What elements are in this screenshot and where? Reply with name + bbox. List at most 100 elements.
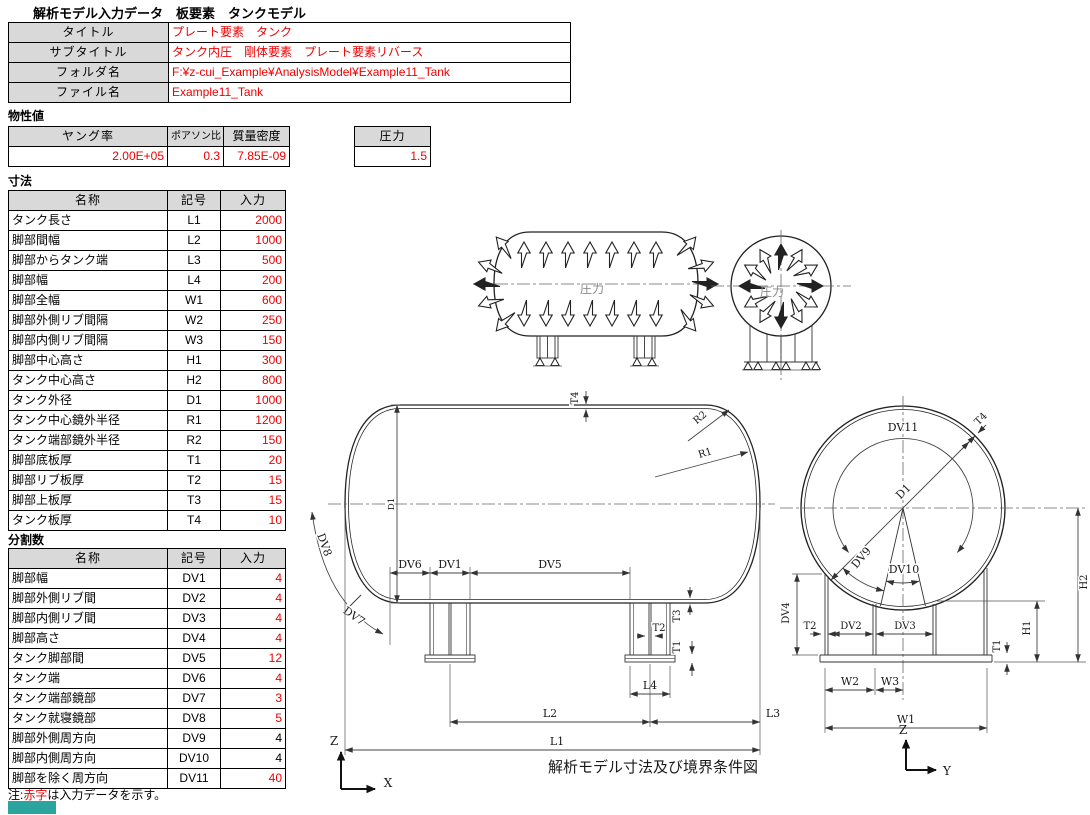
sheet-tab[interactable] (8, 801, 56, 814)
dim-label-d1: D1 (893, 481, 913, 501)
dim-label-dv7: DV7 (341, 604, 368, 628)
dimension-value[interactable]: 150 (220, 330, 286, 351)
section-label-material: 物性値 (8, 109, 45, 123)
section-label-dimensions: 寸法 (8, 174, 33, 188)
division-symbol: DV9 (167, 728, 221, 749)
division-symbol: DV6 (167, 668, 221, 689)
drawing-caption: 解析モデル寸法及び境界条件図 (548, 758, 758, 776)
dim-label-l1: L1 (550, 735, 564, 748)
division-name: 脚部幅 (8, 568, 168, 589)
dimension-row: 脚部外側リブ間隔 W2 250 (8, 310, 286, 331)
division-symbol: DV7 (167, 688, 221, 709)
axis-label-z: Z (899, 723, 907, 737)
dimension-name: 脚部からタンク端 (8, 250, 168, 271)
dimension-value[interactable]: 20 (220, 450, 286, 471)
dim-label-h1: H1 (1022, 620, 1033, 635)
dimension-value[interactable]: 1200 (220, 410, 286, 431)
dim-label-l4: L4 (643, 679, 657, 692)
dim-label-dv11: DV11 (888, 421, 919, 434)
side-view-diagram: DV6 DV1 DV5 D1 T4 R2 R1 DV8 DV7 T2 T3 T1… (310, 390, 782, 794)
dimension-row: タンク中心鏡外半径 R1 1200 (8, 410, 286, 431)
dimension-row: タンク板厚 T4 10 (8, 510, 286, 531)
dimension-name: 脚部全幅 (8, 290, 168, 311)
dimension-value[interactable]: 600 (220, 290, 286, 311)
column-header: 入力 (220, 548, 286, 569)
division-value[interactable]: 4 (220, 608, 286, 629)
dimension-value[interactable]: 800 (220, 370, 286, 391)
dimension-name: 脚部底板厚 (8, 450, 168, 471)
dimension-value[interactable]: 500 (220, 250, 286, 271)
dimension-row: 脚部リブ板厚 T2 15 (8, 470, 286, 491)
dimension-value[interactable]: 150 (220, 430, 286, 451)
poisson-ratio-value[interactable]: 0.3 (167, 146, 224, 167)
dimension-symbol: R1 (167, 410, 221, 431)
dim-label-dv1: DV1 (438, 558, 462, 571)
division-value[interactable]: 4 (220, 748, 286, 769)
dimension-row: タンク外径 D1 1000 (8, 390, 286, 411)
row-value[interactable]: Example11_Tank (168, 82, 571, 103)
end-view-diagram: DV11 D1 T4 DV9 DV10 DV4 T2 DV2 DV3 W2 W3… (780, 396, 1090, 778)
division-value[interactable]: 3 (220, 688, 286, 709)
dimension-row: 脚部間幅 L2 1000 (8, 230, 286, 251)
dim-label-dv4: DV4 (781, 602, 792, 623)
dim-label-dv5: DV5 (538, 558, 562, 571)
dim-label-t2: T2 (803, 621, 816, 632)
division-symbol: DV11 (167, 768, 221, 789)
dimension-symbol: W3 (167, 330, 221, 351)
dimension-value[interactable]: 10 (220, 510, 286, 531)
division-value[interactable]: 4 (220, 668, 286, 689)
mass-density-value[interactable]: 7.85E-09 (223, 146, 290, 167)
dimension-value[interactable]: 1000 (220, 230, 286, 251)
dimension-value[interactable]: 1000 (220, 390, 286, 411)
column-header: 質量密度 (223, 126, 290, 147)
dim-label-h2: H2 (1079, 574, 1090, 589)
dimension-row: タンク端部鏡外半径 R2 150 (8, 430, 286, 451)
axis-label-y: Y (942, 764, 952, 778)
dim-label-t3: T3 (672, 609, 683, 622)
column-header: ヤング率 (8, 126, 168, 147)
column-header: 入力 (220, 190, 286, 211)
dimensions-table: 名称 記号 入力 タンク長さ L1 2000 脚部間幅 L2 1000 脚部から… (8, 190, 286, 531)
dimension-value[interactable]: 2000 (220, 210, 286, 231)
division-value[interactable]: 40 (220, 768, 286, 789)
division-value[interactable]: 4 (220, 568, 286, 589)
division-value[interactable]: 5 (220, 708, 286, 729)
division-value[interactable]: 4 (220, 588, 286, 609)
dimension-name: タンク長さ (8, 210, 168, 231)
dimension-value[interactable]: 250 (220, 310, 286, 331)
division-symbol: DV3 (167, 608, 221, 629)
division-name: 脚部高さ (8, 628, 168, 649)
column-header: 名称 (8, 548, 168, 569)
division-row: 脚部外側周方向 DV9 4 (8, 728, 286, 749)
dimension-value[interactable]: 15 (220, 490, 286, 511)
section-label-divisions: 分割数 (8, 533, 45, 547)
row-value[interactable]: タンク内圧 剛体要素 プレート要素リバース (168, 42, 571, 63)
division-symbol: DV2 (167, 588, 221, 609)
pressure-side-view-diagram: 圧力 (473, 231, 719, 367)
dimension-value[interactable]: 200 (220, 270, 286, 291)
dimension-row: 脚部底板厚 T1 20 (8, 450, 286, 471)
row-value[interactable]: プレート要素 タンク (168, 22, 571, 43)
row-label: ファイル名 (8, 82, 169, 103)
dimension-value[interactable]: 15 (220, 470, 286, 491)
row-value[interactable]: F:¥z-cui_Example¥AnalysisModel¥Example11… (168, 62, 571, 83)
division-name: タンク就寝鏡部 (8, 708, 168, 729)
division-value[interactable]: 12 (220, 648, 286, 669)
dimension-symbol: L4 (167, 270, 221, 291)
dim-label-t1: T1 (992, 639, 1003, 652)
division-value[interactable]: 4 (220, 728, 286, 749)
division-row: タンク端部鏡部 DV7 3 (8, 688, 286, 709)
pressure-label: 圧力 (760, 285, 784, 299)
dimension-value[interactable]: 300 (220, 350, 286, 371)
division-value[interactable]: 4 (220, 628, 286, 649)
dim-label-d1: D1 (387, 498, 397, 510)
youngs-modulus-value[interactable]: 2.00E+05 (8, 146, 168, 167)
column-header: 圧力 (354, 126, 431, 147)
dimension-row: 脚部からタンク端 L3 500 (8, 250, 286, 271)
dimension-name: 脚部上板厚 (8, 490, 168, 511)
division-row: 脚部幅 DV1 4 (8, 568, 286, 589)
header-info-row: ファイル名 Example11_Tank (8, 82, 571, 103)
pressure-value[interactable]: 1.5 (354, 146, 431, 167)
dimension-symbol: W1 (167, 290, 221, 311)
dimension-symbol: T1 (167, 450, 221, 471)
